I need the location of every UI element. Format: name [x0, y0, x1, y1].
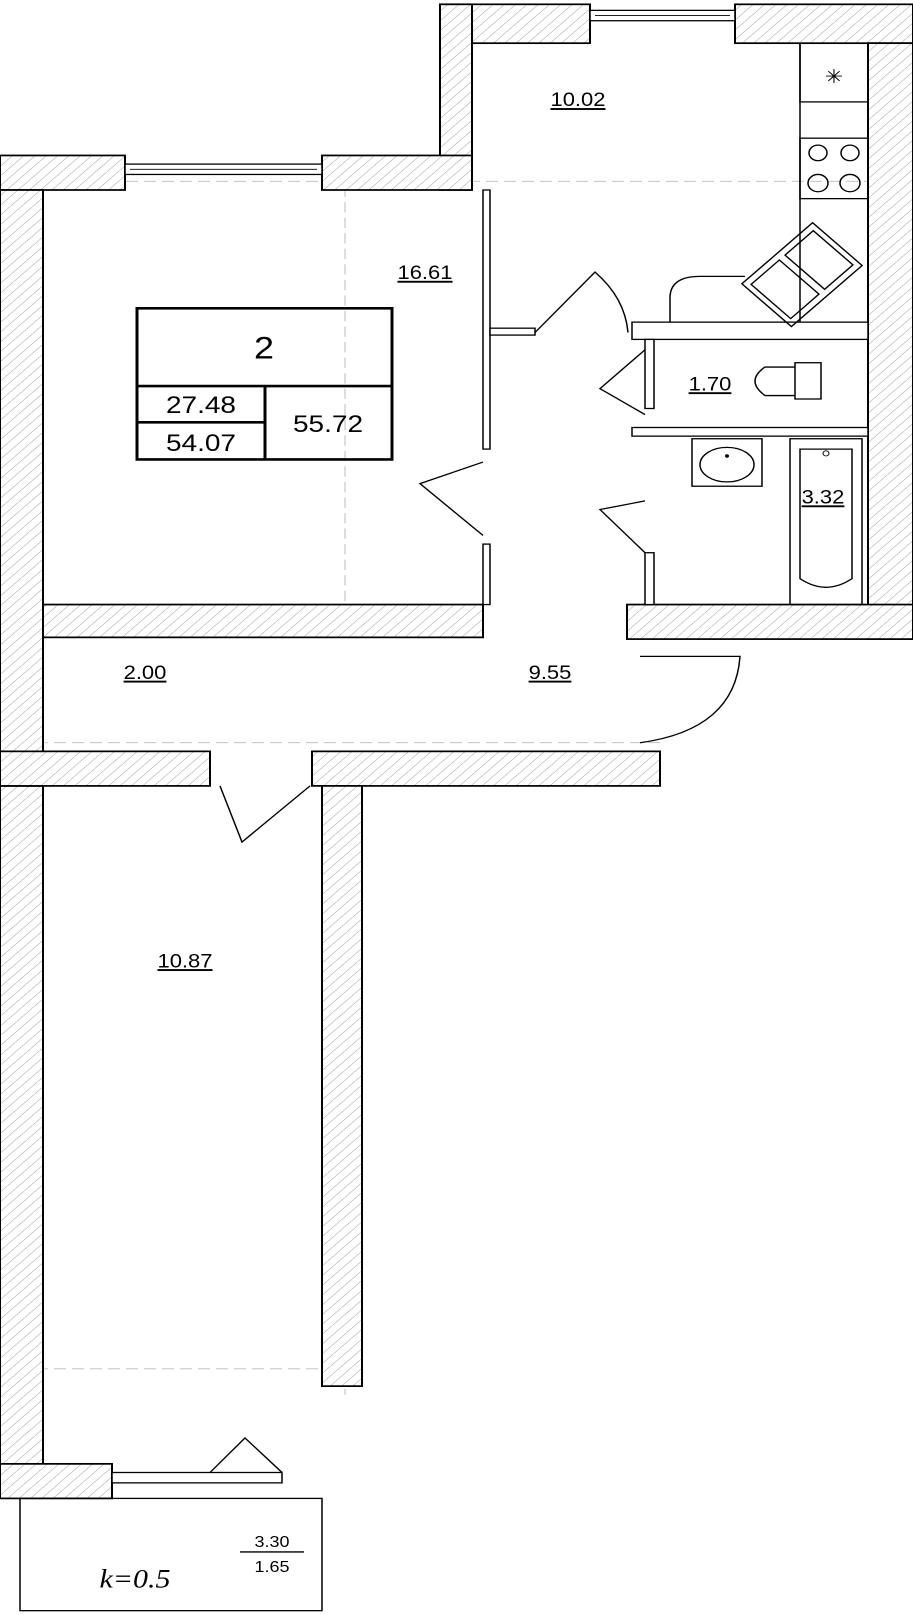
windows	[111, 9, 736, 1484]
toilet-icon	[754, 362, 822, 400]
total-with-balcony: 55.72	[293, 410, 363, 438]
bathroom-fixtures	[691, 438, 863, 606]
rooms-count: 2	[254, 332, 274, 366]
balcony-coefficient: k=0.5	[99, 1565, 170, 1594]
total-area: 54.07	[166, 429, 236, 457]
wc-area: 1.70	[689, 374, 732, 395]
kitchen-area: 10.02	[550, 90, 605, 111]
interior-walls	[42, 189, 869, 639]
corridor-area: 2.00	[124, 662, 167, 683]
summary-box	[135, 307, 394, 461]
balcony-reduced-area: 1.65	[254, 1558, 289, 1576]
doors	[219, 271, 741, 844]
vent-icon: ✳	[825, 66, 843, 87]
bedroom-area: 10.87	[157, 951, 212, 972]
balcony-area: 3.30	[254, 1533, 289, 1551]
living-room-area: 16.61	[397, 262, 452, 283]
bathroom-area: 3.32	[802, 487, 845, 508]
exterior-walls	[0, 3, 913, 1500]
hall-area: 9.55	[529, 662, 572, 683]
kitchen-fixtures: ✳	[669, 42, 869, 328]
living-area: 27.48	[166, 391, 236, 419]
balcony	[19, 1436, 323, 1612]
